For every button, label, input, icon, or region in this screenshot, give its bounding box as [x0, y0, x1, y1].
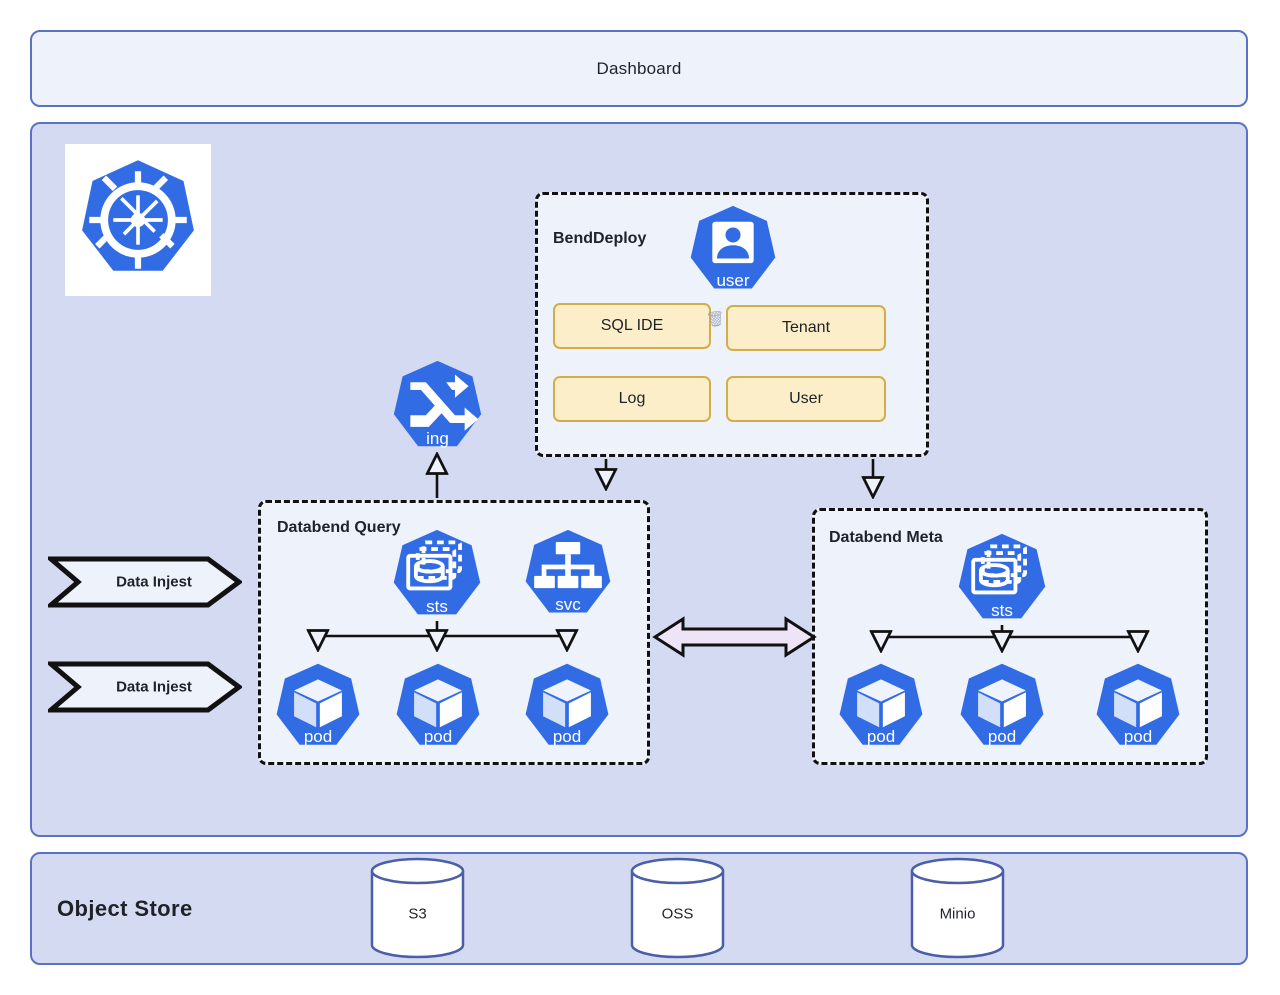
- benddeploy-group: BendDeploy SQL IDE Tenant Log User: [535, 192, 929, 457]
- store-label-s3: S3: [408, 905, 427, 923]
- object-store-title: Object Store: [57, 895, 193, 921]
- store-label-oss: OSS: [661, 905, 694, 923]
- query-statefulset-icon: sts: [389, 527, 485, 623]
- meta-pod-icon-2: pod: [956, 661, 1048, 753]
- sql-ide-button[interactable]: SQL IDE: [553, 303, 711, 349]
- ingress-icon: ing: [389, 358, 486, 455]
- data-injest-label-1: Data Injest: [116, 573, 192, 591]
- overlap-artifact-icon: 🗑: [704, 309, 727, 330]
- databend-meta-title: Databend Meta: [829, 529, 943, 546]
- benddeploy-title: BendDeploy: [553, 230, 647, 247]
- query-pod-icon-1: pod: [272, 661, 364, 753]
- store-cylinder-s3: S3: [370, 857, 465, 959]
- dashboard-label: Dashboard: [596, 58, 682, 78]
- sql-ide-label: SQL IDE: [600, 317, 664, 334]
- meta-statefulset-icon: sts: [954, 531, 1050, 627]
- log-button[interactable]: Log: [553, 376, 711, 422]
- query-pod-icon-3: pod: [521, 661, 613, 753]
- user-icon: user: [686, 203, 780, 297]
- user-label: User: [789, 390, 823, 407]
- data-injest-arrow-2: Data Injest: [48, 661, 242, 713]
- kubernetes-logo-icon: [65, 144, 211, 296]
- databend-query-title: Databend Query: [277, 519, 401, 536]
- data-injest-label-2: Data Injest: [116, 678, 192, 696]
- meta-pod-icon-3: pod: [1092, 661, 1184, 753]
- store-cylinder-minio: Minio: [910, 857, 1005, 959]
- user-button[interactable]: User: [726, 376, 886, 422]
- store-cylinder-oss: OSS: [630, 857, 725, 959]
- tenant-label: Tenant: [781, 319, 831, 336]
- query-pod-icon-2: pod: [392, 661, 484, 753]
- store-label-minio: Minio: [939, 905, 976, 923]
- query-service-icon: svc: [521, 527, 615, 621]
- dashboard-bar[interactable]: Dashboard: [30, 30, 1248, 107]
- tenant-button[interactable]: Tenant: [726, 305, 886, 351]
- log-label: Log: [618, 390, 646, 407]
- meta-pod-icon-1: pod: [835, 661, 927, 753]
- data-injest-arrow-1: Data Injest: [48, 556, 242, 608]
